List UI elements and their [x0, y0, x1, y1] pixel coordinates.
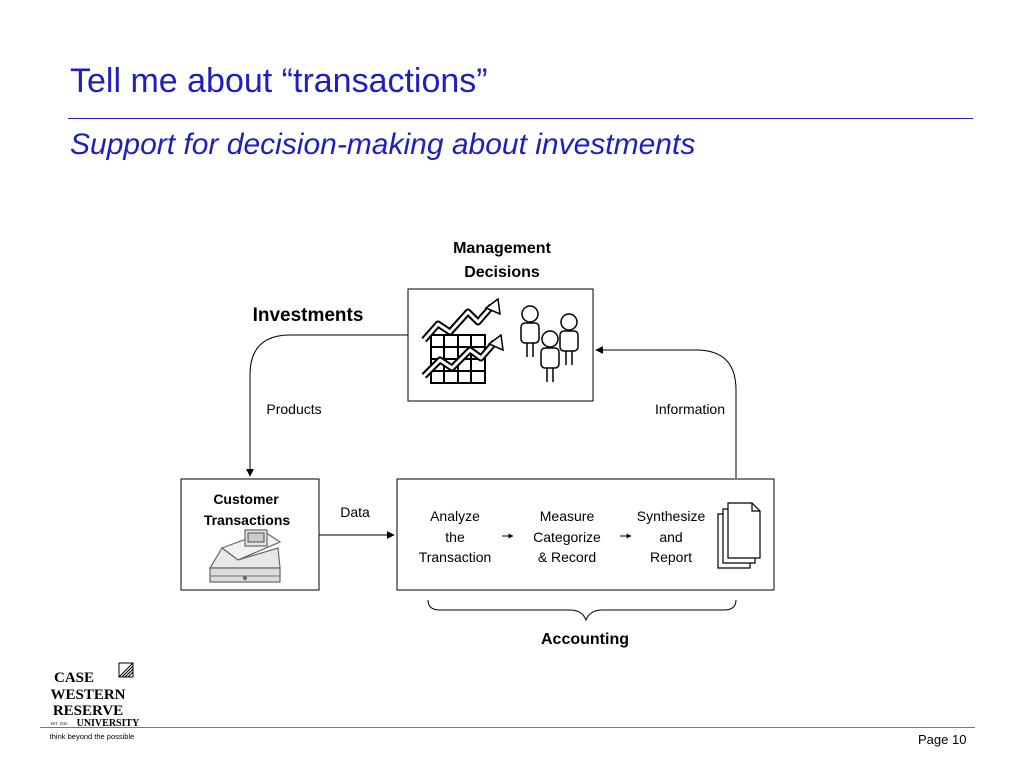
accounting-brace	[427, 599, 737, 622]
step1-line1: Analyze	[430, 508, 480, 524]
logo-line2: WESTERN	[50, 687, 125, 703]
slide-title: Tell me about “transactions”	[70, 62, 488, 100]
cash-register-icon	[208, 529, 282, 583]
logo-line3: RESERVE	[53, 703, 123, 719]
page-number: Page 10	[918, 732, 967, 747]
data-label: Data	[340, 504, 370, 520]
management-label-line1: Management	[453, 240, 551, 257]
step1-line3: Transaction	[419, 549, 492, 565]
products-arrow	[246, 334, 408, 477]
information-label: Information	[655, 401, 725, 417]
step2-line3: & Record	[538, 549, 596, 565]
logo-est: EST. 1826	[51, 721, 68, 726]
accounting-process-box	[396, 478, 775, 591]
management-label-line2: Decisions	[464, 264, 540, 281]
products-label: Products	[266, 401, 321, 417]
step1-line2: the	[445, 529, 465, 545]
university-logo: CASE WESTERN RESERVE EST. 1826 UNIVERSIT…	[50, 662, 141, 741]
customer-label-line1: Customer	[213, 491, 279, 507]
logo-line1: CASE	[54, 670, 94, 686]
logo-tagline: think beyond the possible	[50, 732, 135, 741]
people-icon	[520, 305, 579, 382]
customer-label-line2: Transactions	[204, 512, 291, 528]
logo-line4: UNIVERSITY	[77, 718, 141, 729]
step3-line2: and	[659, 529, 682, 545]
step3-line3: Report	[650, 549, 692, 565]
stock-chart-icon	[421, 297, 504, 384]
accounting-label: Accounting	[541, 631, 629, 648]
slide-subtitle: Support for decision-making about invest…	[70, 128, 696, 161]
documents-icon	[717, 502, 761, 569]
step2-line2: Categorize	[533, 529, 601, 545]
information-arrow	[595, 346, 737, 478]
step2-line1: Measure	[540, 508, 595, 524]
title-divider	[68, 118, 973, 119]
footer-divider	[40, 727, 975, 728]
investments-label: Investments	[253, 305, 364, 326]
step3-line1: Synthesize	[637, 508, 706, 524]
